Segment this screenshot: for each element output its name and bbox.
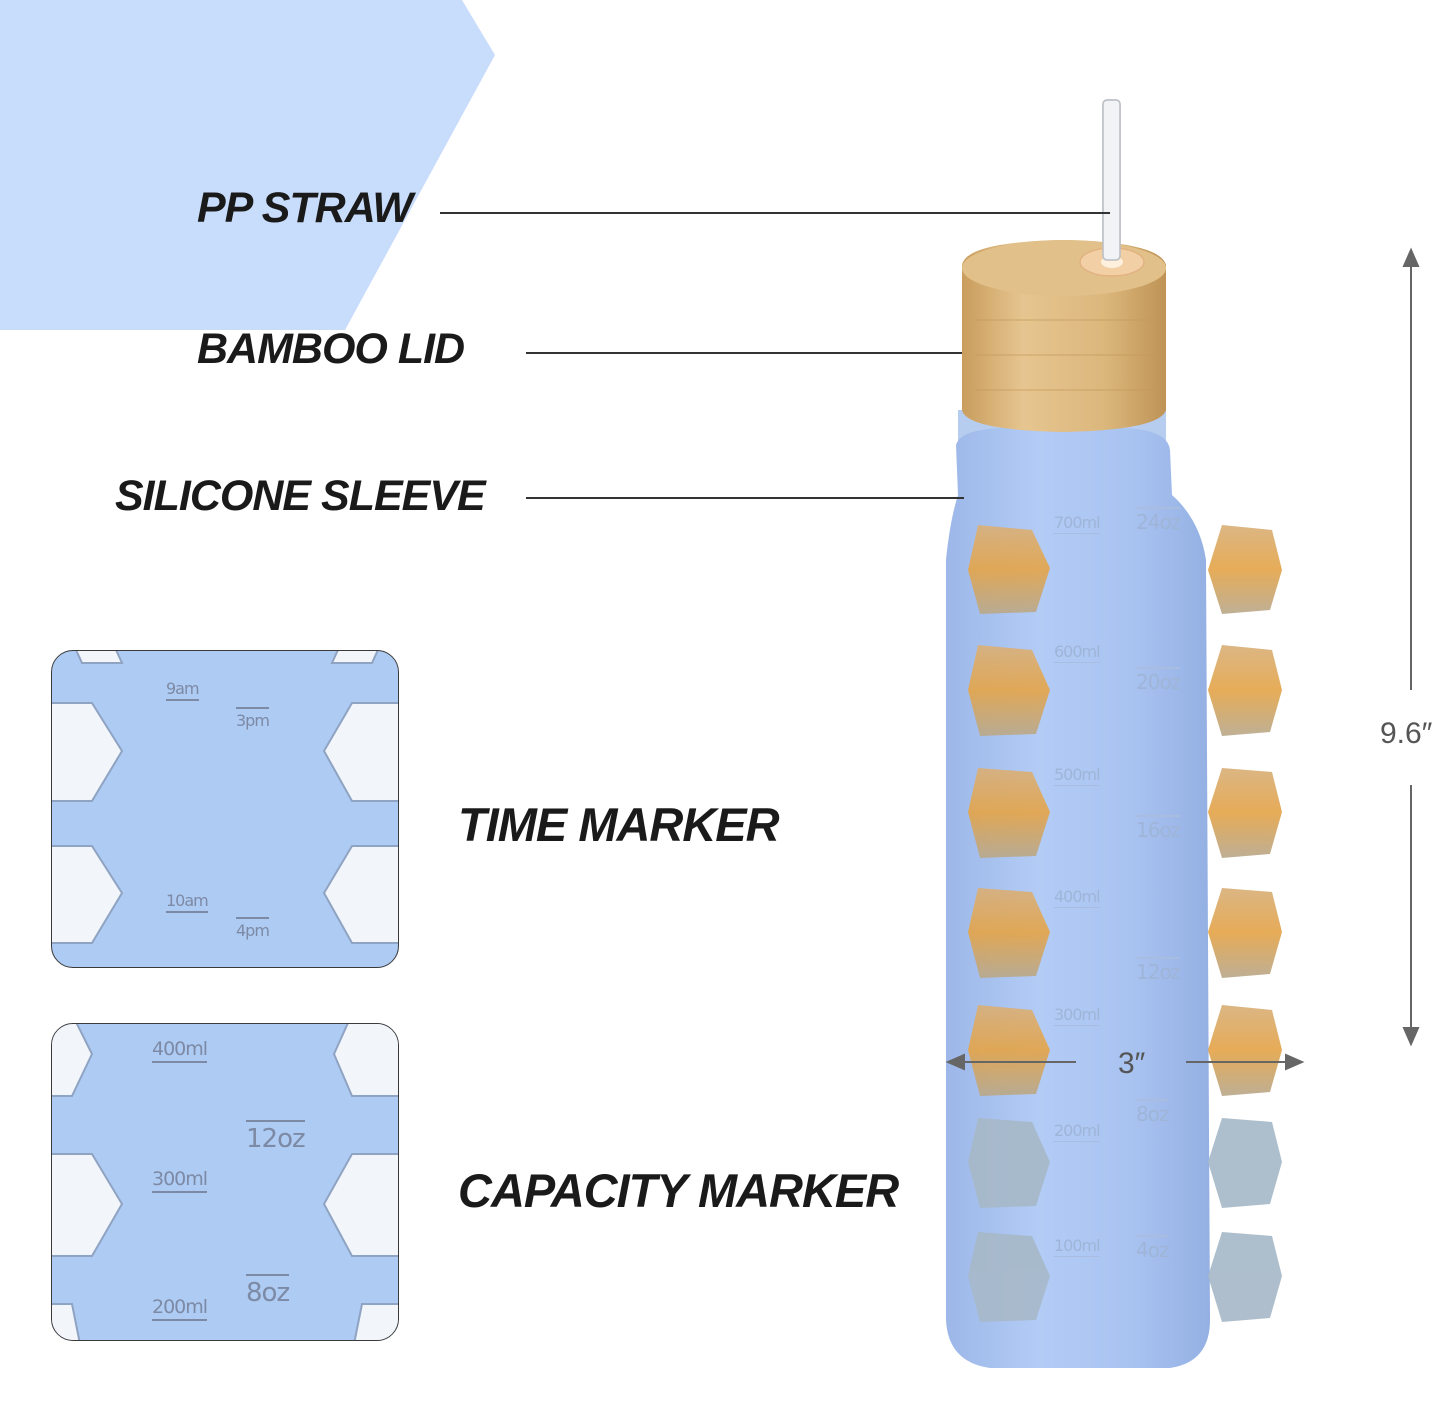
- sleeve-window: [52, 1024, 94, 1097]
- capacity-marker-inset: 400ml 12oz 300ml 8oz 200ml: [51, 1023, 399, 1341]
- bottle-oz-mark: 8oz: [1136, 1099, 1169, 1126]
- bottle-ml-mark: 300ml: [1054, 1005, 1101, 1026]
- bottle-ml-mark: 700ml: [1054, 513, 1101, 534]
- sleeve-window: [1208, 888, 1282, 978]
- arrow-right-icon: [1285, 1053, 1305, 1071]
- bottle-ml-mark: 400ml: [1054, 887, 1101, 908]
- capacity-mark: 400ml: [152, 1038, 208, 1063]
- time-mark: 9am: [166, 679, 200, 701]
- sleeve-callout: SILICONE SLEEVE: [115, 472, 486, 520]
- arrow-down-icon: [1402, 1027, 1420, 1047]
- sleeve-window: [1208, 525, 1282, 614]
- bottle-ml-mark: 500ml: [1054, 765, 1101, 786]
- arrow-up-icon: [1402, 247, 1420, 267]
- sleeve-window: [1208, 1118, 1282, 1208]
- capacity-mark: 12oz: [246, 1120, 306, 1154]
- arrow-left-icon: [945, 1053, 965, 1071]
- capacity-marker-callout: CAPACITY MARKER: [458, 1164, 899, 1217]
- bottle-oz-mark: 4oz: [1136, 1235, 1169, 1262]
- bottle-oz-mark: 20oz: [1136, 667, 1181, 694]
- bottle-ml-mark: 200ml: [1054, 1121, 1101, 1142]
- sleeve-window: [968, 1118, 1050, 1208]
- sleeve-window: [968, 768, 1050, 858]
- time-mark: 3pm: [236, 707, 270, 730]
- capacity-mark: 200ml: [152, 1296, 208, 1321]
- sleeve-window: [75, 651, 124, 664]
- width-dimension-label: 3″: [1118, 1047, 1146, 1080]
- bottle-oz-mark: 16oz: [1136, 815, 1181, 842]
- sleeve-leader-line: [526, 497, 964, 499]
- sleeve-window: [52, 702, 124, 802]
- sleeve-window: [968, 1232, 1050, 1322]
- capacity-mark: 8oz: [246, 1274, 290, 1308]
- straw-callout: PP STRAW: [197, 184, 413, 232]
- sleeve-window: [968, 1005, 1050, 1096]
- sleeve-window: [353, 1303, 398, 1340]
- sleeve-window: [52, 1153, 124, 1257]
- sleeve-window: [322, 1153, 398, 1257]
- sleeve-window: [52, 1303, 81, 1340]
- sleeve-window: [1208, 1232, 1282, 1322]
- sleeve-window: [968, 888, 1050, 978]
- lid-callout: BAMBOO LID: [197, 325, 465, 373]
- bottle-oz-mark: 24oz: [1136, 507, 1181, 534]
- sleeve-window: [332, 1024, 398, 1097]
- time-marker-inset: 9am 3pm 10am 4pm: [51, 650, 399, 968]
- sleeve-window: [322, 702, 398, 802]
- bottle-ml-mark: 100ml: [1054, 1236, 1101, 1257]
- sleeve-window: [322, 845, 398, 944]
- time-marker-callout: TIME MARKER: [458, 798, 780, 851]
- sleeve-window: [968, 645, 1050, 736]
- straw-leader-line: [440, 212, 1110, 214]
- capacity-inset-sleeve: [52, 1024, 398, 1340]
- sleeve-window: [1208, 645, 1282, 736]
- time-mark: 4pm: [236, 917, 270, 940]
- height-dimension-label: 9.6″: [1380, 717, 1433, 750]
- sleeve-window: [1208, 1005, 1282, 1096]
- sleeve-window: [330, 651, 379, 664]
- bottle-oz-mark: 12oz: [1136, 957, 1181, 984]
- lid-leader-line: [526, 352, 962, 354]
- bottle-ml-mark: 600ml: [1054, 642, 1101, 663]
- sleeve-window: [1208, 768, 1282, 858]
- capacity-mark: 300ml: [152, 1168, 208, 1193]
- time-mark: 10am: [166, 891, 209, 913]
- sleeve-window: [968, 525, 1050, 614]
- sleeve-window: [52, 845, 124, 944]
- time-inset-sleeve: [52, 651, 398, 944]
